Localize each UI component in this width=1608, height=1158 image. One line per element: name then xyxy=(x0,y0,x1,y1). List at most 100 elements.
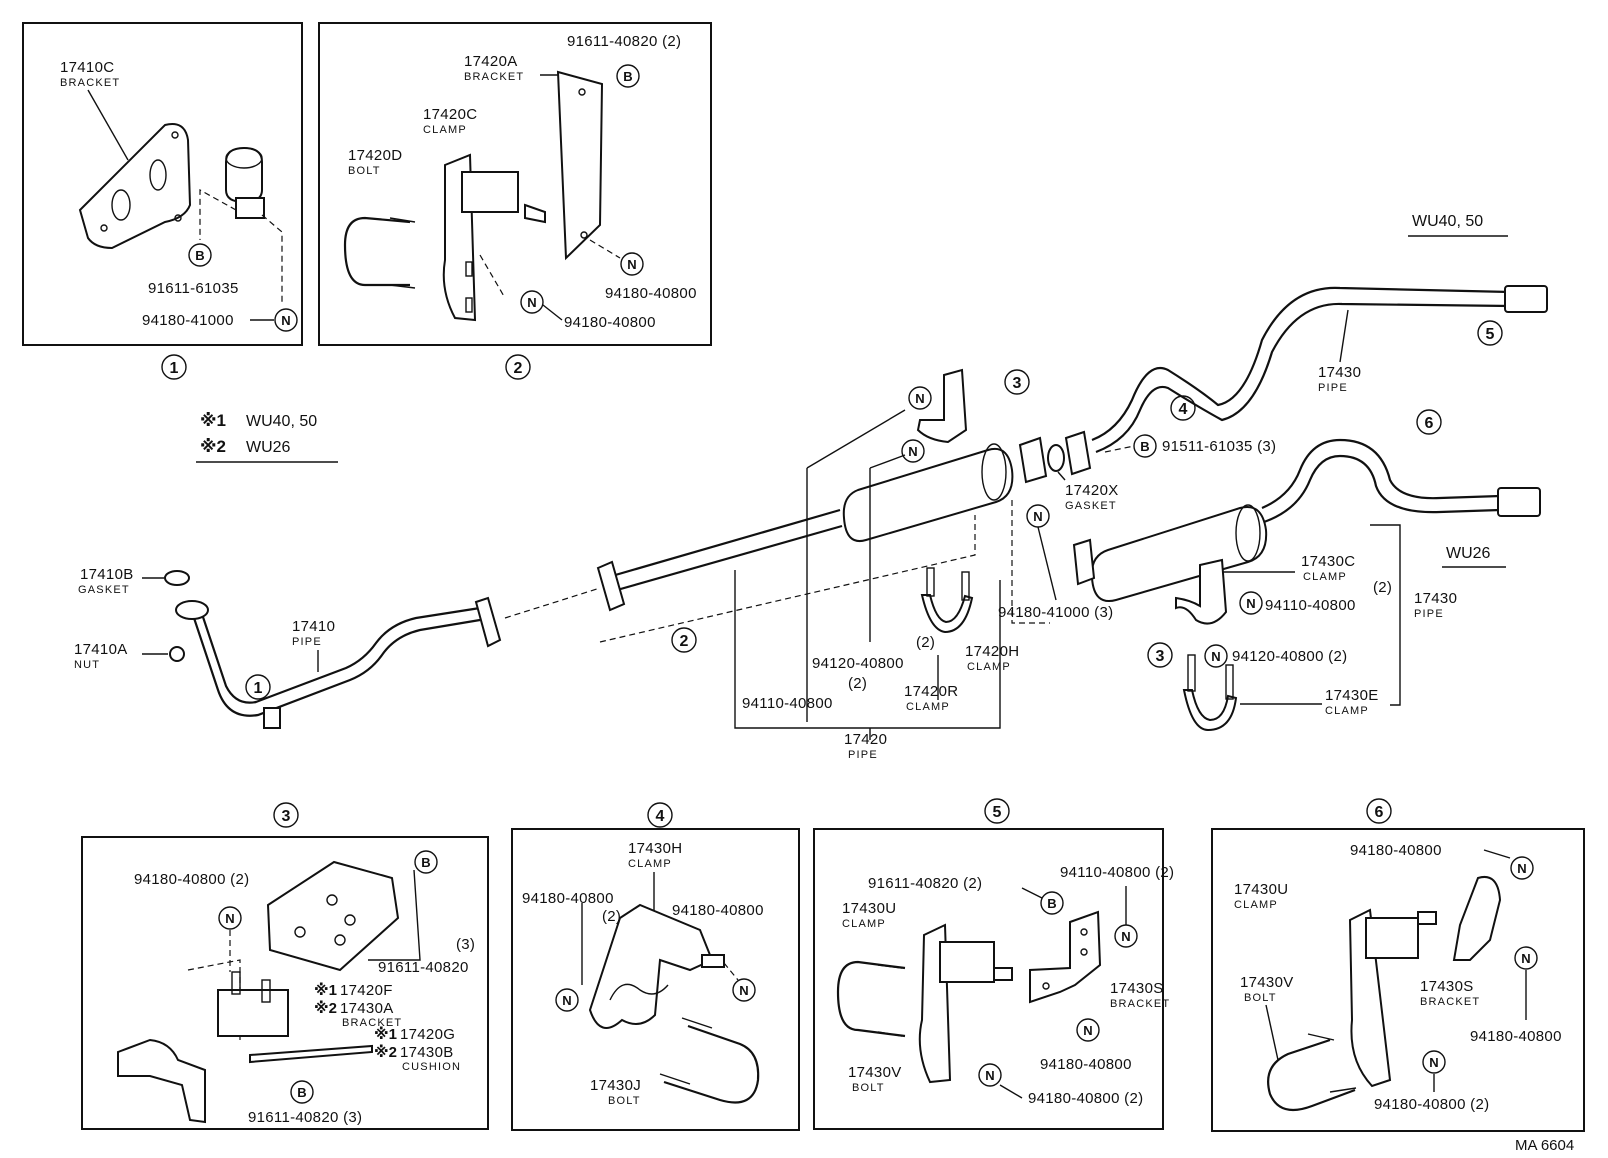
clamp-17430h-name: CLAMP xyxy=(628,858,672,870)
legend-mark-2: ※2 xyxy=(200,437,226,456)
pipe-clamp-1 xyxy=(225,146,263,204)
ubolt-17430j xyxy=(663,1024,760,1104)
svg-text:※1: ※1 xyxy=(374,1025,397,1043)
bolt-marker-b-icon xyxy=(188,243,212,267)
bracket-17430s-number: 17430S xyxy=(1110,980,1164,997)
pipe-17420-number: 17420 xyxy=(844,731,887,748)
bracket-17420f-number: 17420F xyxy=(340,982,393,999)
muffler-17420 xyxy=(842,448,1014,542)
nut-marker-n-icon xyxy=(555,988,579,1012)
nut-17410a xyxy=(169,646,185,662)
clamp-17430e xyxy=(1182,689,1238,732)
inset-2-frame xyxy=(318,22,712,346)
inset-4: 4 17430H CLAMP 94180-40800 (2) 94180-408… xyxy=(511,802,800,1131)
pipe-17420 xyxy=(604,508,841,580)
svg-text:B: B xyxy=(195,248,204,263)
washer-94120-40800-qty: (2) xyxy=(848,675,867,692)
nut-marker-n-icon xyxy=(274,308,298,332)
washer-94110-40800-qty: (2) xyxy=(1373,579,1392,596)
nut-marker-n-icon xyxy=(901,439,925,463)
washer-94110-40800-label: 94110-40800 xyxy=(742,695,833,712)
callout-4-circle xyxy=(1170,395,1196,421)
legend-mark-1: ※1 xyxy=(200,411,226,430)
svg-text:N: N xyxy=(1211,649,1220,664)
bracket-17430s-6 xyxy=(1452,876,1502,961)
bracket-17410c-plate xyxy=(78,123,192,250)
svg-text:N: N xyxy=(985,1068,994,1083)
ubolt-17430v-6 xyxy=(1267,1038,1356,1112)
svg-text:※2: ※2 xyxy=(374,1043,397,1061)
ubolt-17420d-number: 17420D xyxy=(348,147,402,164)
gasket-17410b-name: GASKET xyxy=(78,584,130,596)
gasket-17420x xyxy=(1047,444,1065,472)
svg-text:B: B xyxy=(1140,439,1149,454)
ubolt-17420d xyxy=(343,216,411,287)
nut-94180-41000-label: 94180-41000 xyxy=(142,312,234,329)
model-legend: ※1 WU40, 50 ※2 WU26 xyxy=(196,411,338,463)
nut-94180-40800-l-qty: (2) xyxy=(602,908,621,925)
inset-5: 5 91611-40820 (2) B 94110-40800 (2) 1743… xyxy=(813,798,1174,1130)
frame-rail-3 xyxy=(117,1038,206,1124)
bracket-17430a-number: 17430A xyxy=(340,1000,394,1017)
ubolt-17420d-name: BOLT xyxy=(348,165,381,177)
clamp-17430h-number: 17430H xyxy=(628,840,682,857)
nut-marker-n-icon xyxy=(978,1063,1002,1087)
clamp-17430c-number: 17430C xyxy=(1301,553,1355,570)
clamp-17430e-name: CLAMP xyxy=(1325,705,1369,717)
svg-text:N: N xyxy=(915,391,924,406)
inset-2: 91611-40820 (2) 17420A BRACKET B 17420C … xyxy=(318,22,712,380)
svg-text:4: 4 xyxy=(656,808,665,825)
nut-94180-40800-t-label: 94180-40800 xyxy=(1350,842,1442,859)
variant-wu26-label: WU26 xyxy=(1446,545,1491,562)
bracket-17420a-name: BRACKET xyxy=(464,71,524,83)
bolt-91511-61035-label: 91511-61035 (3) xyxy=(1162,438,1276,455)
nut-marker-n-icon xyxy=(1239,591,1263,615)
svg-text:5: 5 xyxy=(993,804,1002,821)
bolt-marker-b-icon xyxy=(1040,891,1064,915)
svg-text:N: N xyxy=(562,993,571,1008)
ubolt-17430v-number: 17430V xyxy=(848,1064,902,1081)
bracket-17430s-6-number: 17430S xyxy=(1420,978,1474,995)
bracket-17410c-name: BRACKET xyxy=(60,77,120,89)
nut-94180-40800-a-label: 94180-40800 xyxy=(605,285,697,302)
clamp-17430u-6 xyxy=(1348,908,1392,1088)
washer-94120-40800-b-label: 94120-40800 (2) xyxy=(1232,648,1347,665)
ubolt-17430v-6-number: 17430V xyxy=(1240,974,1294,991)
bracket-17420f xyxy=(266,860,400,972)
svg-text:N: N xyxy=(1083,1023,1092,1038)
inset-4-frame xyxy=(511,828,800,1131)
svg-text:B: B xyxy=(1047,896,1056,911)
washer-94110-40800-b-label: 94110-40800 xyxy=(1265,597,1356,614)
inset-6-frame xyxy=(1211,828,1585,1132)
ubolt-17430v xyxy=(836,960,906,1038)
svg-text:N: N xyxy=(1121,929,1130,944)
clamp-17430u-name: CLAMP xyxy=(842,918,886,930)
nut-17410a-name: NUT xyxy=(74,659,100,671)
cushion-17430b-number: 17430B xyxy=(400,1044,454,1061)
clamp-17420r xyxy=(920,594,974,634)
bracket-17420a-plate xyxy=(556,70,604,261)
pipe-17430-name: PIPE xyxy=(1318,382,1348,394)
svg-text:N: N xyxy=(1033,509,1042,524)
svg-text:3: 3 xyxy=(282,808,291,825)
inset-3-frame xyxy=(81,836,489,1130)
nut-marker-n-icon xyxy=(1204,644,1228,668)
callout-5-circle xyxy=(1477,320,1503,346)
clamp-17420r-qty: (2) xyxy=(916,634,935,651)
nut-marker-n-icon xyxy=(218,906,242,930)
tail-tip-wu40-50 xyxy=(1504,285,1548,313)
svg-text:B: B xyxy=(623,69,632,84)
ubolt-17430v-6-name: BOLT xyxy=(1244,992,1277,1004)
gasket-17420x-name: GASKET xyxy=(1065,500,1117,512)
svg-text:6: 6 xyxy=(1375,804,1384,821)
clamp-17420c-number: 17420C xyxy=(423,106,477,123)
clamp-17430u-6-number: 17430U xyxy=(1234,881,1288,898)
svg-text:N: N xyxy=(1521,951,1530,966)
pipe-17430-wu40-50 xyxy=(1091,286,1511,442)
nut-marker-n-icon xyxy=(1510,856,1534,880)
hanger-17430c xyxy=(1175,558,1228,625)
nut-94180-40800-2-label: 94180-40800 (2) xyxy=(134,871,249,888)
pipe-17410-name: PIPE xyxy=(292,636,322,648)
ubolt-17430j-number: 17430J xyxy=(590,1077,641,1094)
callout-2-circle xyxy=(505,354,531,380)
